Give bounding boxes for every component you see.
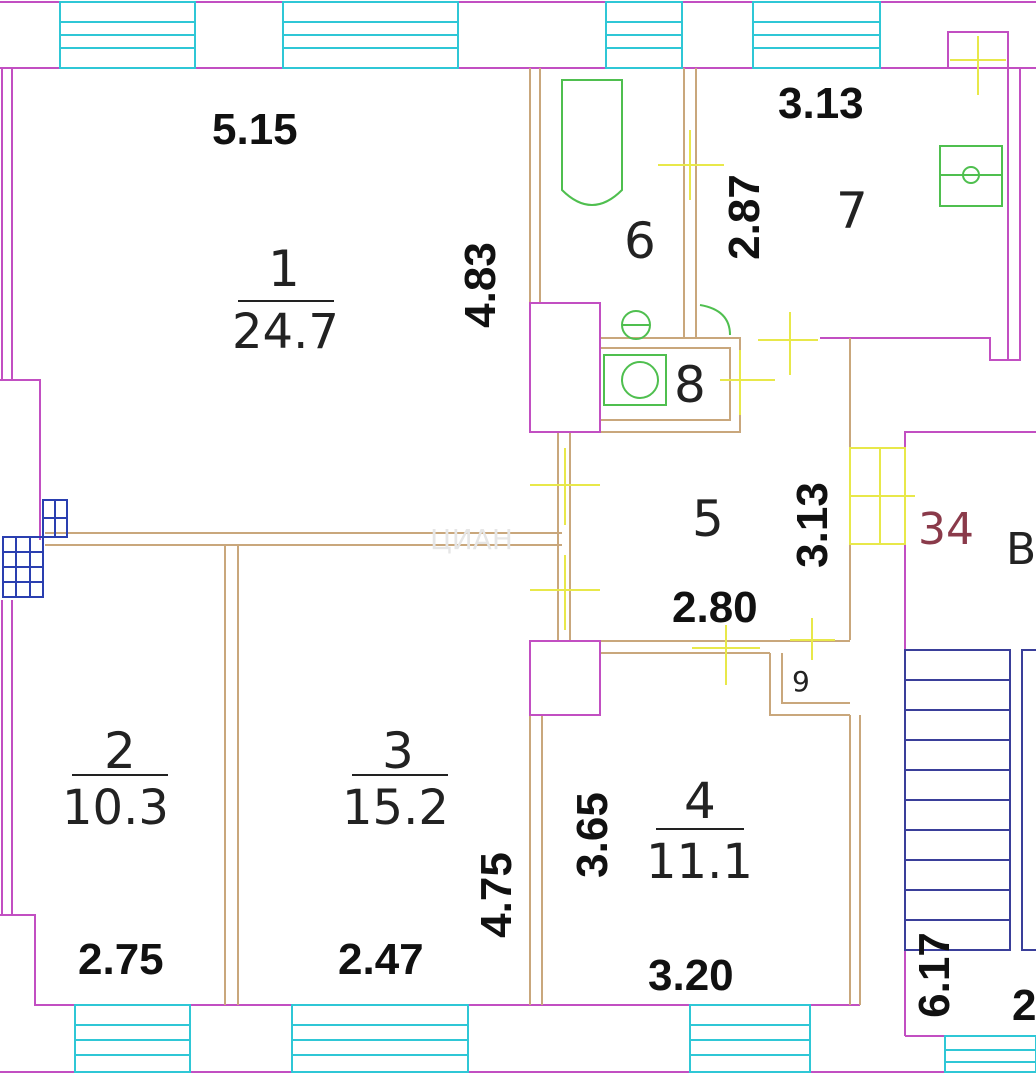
room-5-number: 5 <box>692 490 724 548</box>
room-1-fraction-line <box>238 300 334 302</box>
dim-room1-depth: 4.83 <box>455 242 505 328</box>
room-2-number: 2 <box>104 722 136 780</box>
dim-room3-depth: 4.75 <box>471 852 521 938</box>
watermark: ЦИАН <box>430 523 513 556</box>
toilet-icon <box>603 354 667 406</box>
dim-room2-width: 2.75 <box>78 935 164 984</box>
room-2-area: 10.3 <box>62 780 169 836</box>
flat-number: 34 <box>918 504 974 555</box>
room-7-number: 7 <box>836 182 868 240</box>
room-3-number: 3 <box>382 722 414 780</box>
room-4-fraction-line <box>656 828 744 830</box>
edge-letter: B <box>1006 524 1036 575</box>
bathtub-icon <box>561 79 623 206</box>
dim-room7-width: 3.13 <box>778 79 864 128</box>
room-1-area: 24.7 <box>232 304 339 360</box>
dim-room7-depth: 2.87 <box>719 174 769 260</box>
room-1-number: 1 <box>268 240 300 298</box>
dim-room5-depth: 3.13 <box>787 482 837 568</box>
room-3-fraction-line <box>352 774 448 776</box>
vent-grid <box>2 499 68 598</box>
dim-stair-depth: 6.17 <box>909 932 959 1018</box>
room-9-number: 9 <box>792 665 810 698</box>
dim-room4-depth: 3.65 <box>567 792 617 878</box>
pillars <box>529 31 1009 716</box>
dim-room4-width: 3.20 <box>648 951 734 1000</box>
dim-room3-width: 2.47 <box>338 935 424 984</box>
dim-room5-width: 2.80 <box>672 583 758 632</box>
room-2-fraction-line <box>72 774 168 776</box>
windows <box>59 1 1036 1073</box>
staircase <box>904 649 1036 951</box>
door-markers <box>530 36 1006 685</box>
room-8-number: 8 <box>674 356 706 414</box>
fixtures <box>561 79 1003 406</box>
room-6-number: 6 <box>624 212 656 270</box>
interior-walls <box>45 68 861 1005</box>
room-3-area: 15.2 <box>342 780 449 836</box>
basin-icon <box>699 304 731 336</box>
room-4-area: 11.1 <box>646 834 753 890</box>
room-4-number: 4 <box>684 772 716 830</box>
dim-room1-width: 5.15 <box>212 105 298 154</box>
edge-digit: 2 <box>1012 981 1036 1030</box>
